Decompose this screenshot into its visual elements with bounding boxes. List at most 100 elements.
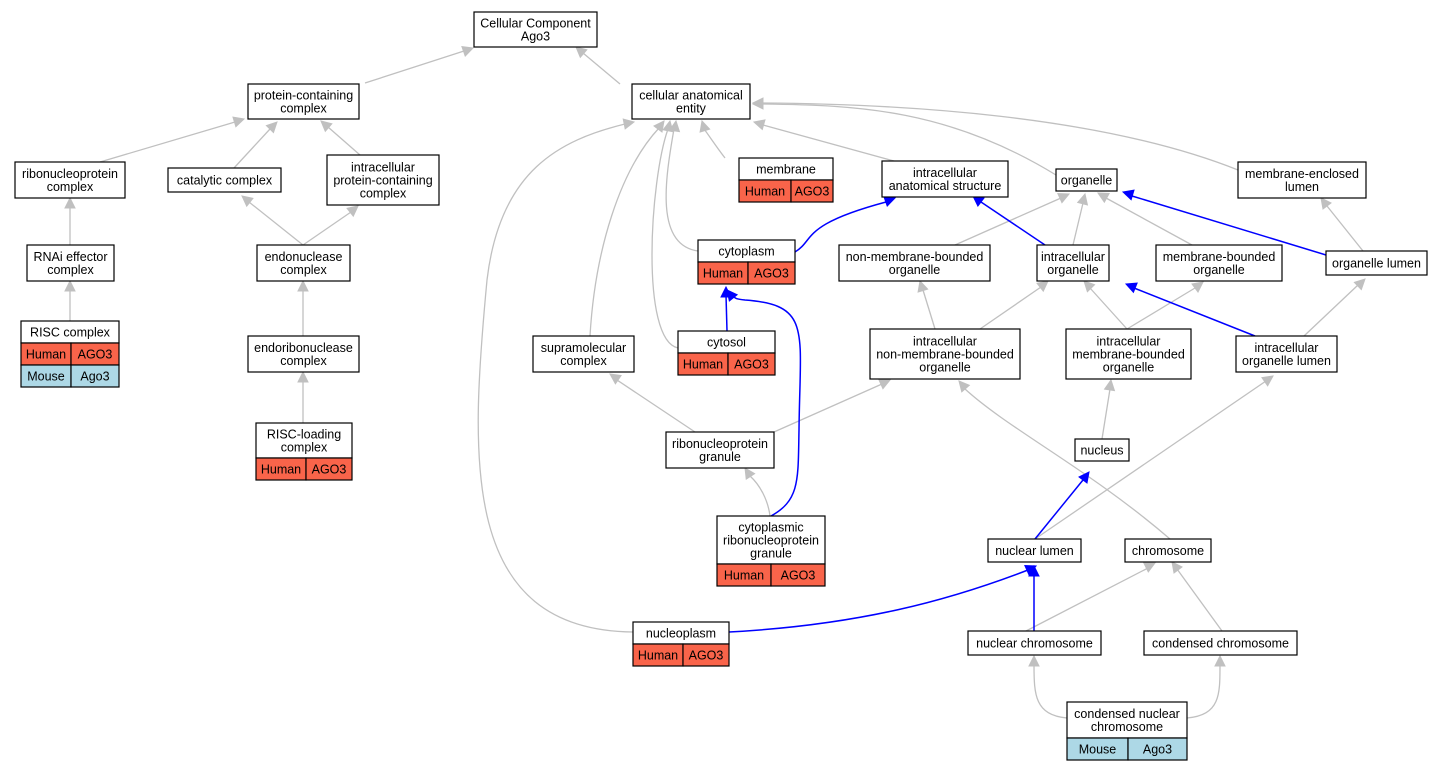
edge-gray [762, 124, 895, 162]
node-label: chromosome [1132, 544, 1204, 558]
arrowhead-icon [320, 120, 333, 133]
node-chromosome[interactable]: chromosome [1124, 538, 1212, 563]
node-condensed-chromosome[interactable]: condensed chromosome [1143, 630, 1298, 656]
edge-gray [233, 128, 271, 169]
node-box [247, 83, 360, 120]
node-label: protein-containing [254, 89, 353, 103]
arrowhead-icon [232, 116, 246, 128]
edge-gray [1034, 380, 1267, 540]
arrowhead-icon [297, 370, 309, 383]
arrowhead-icon [1121, 189, 1135, 201]
edge-blue [1133, 287, 1256, 337]
node-box [26, 244, 115, 282]
annotation-gene: AGO3 [78, 348, 113, 362]
node-label: complex [280, 263, 327, 277]
node-cytoplasmic-rnp-granule[interactable]: cytoplasmicribonucleoproteingranuleHuman… [716, 515, 826, 587]
node-box [1237, 161, 1367, 199]
edge-blue [1034, 479, 1084, 540]
arrowhead-icon [699, 119, 711, 133]
node-organelle[interactable]: organelle [1055, 168, 1118, 192]
arrowhead-icon [575, 46, 588, 59]
node-box [473, 11, 598, 48]
node-label: condensed chromosome [1152, 637, 1289, 651]
edge-gray [589, 127, 660, 337]
edge-gray [1033, 664, 1068, 719]
node-box [967, 630, 1102, 656]
edge-gray [761, 102, 1239, 171]
node-label: membrane [756, 163, 816, 177]
arrowhead-icon [64, 196, 76, 209]
node-intracellular-non-membrane[interactable]: intracellularnon-membrane-boundedorganel… [869, 328, 1021, 380]
node-box [838, 244, 991, 282]
node-label: granule [750, 547, 792, 561]
node-label: RISC-loading [267, 428, 341, 442]
node-box [1325, 250, 1428, 276]
arrowhead-icon [1103, 378, 1116, 392]
node-nuclear-lumen[interactable]: nuclear lumen [987, 538, 1082, 563]
annotation-gene-cell [1127, 737, 1188, 761]
edge-gray [773, 383, 883, 433]
edge-gray [703, 128, 726, 159]
node-box [1066, 701, 1188, 739]
node-label: catalytic complex [177, 174, 273, 188]
annotation-gene-cell [305, 457, 353, 481]
edge-gray [1176, 568, 1223, 632]
node-label: intracellular [913, 335, 977, 349]
node-label: anatomical structure [889, 179, 1002, 193]
node-box [1124, 538, 1212, 563]
node-box [869, 328, 1021, 380]
edge-gray [1101, 388, 1111, 440]
edge-gray [761, 103, 1057, 176]
node-label: cellular anatomical [639, 89, 743, 103]
edge-gray [979, 286, 1042, 330]
node-label: organelle [919, 361, 970, 375]
arrowhead-icon [1261, 375, 1274, 387]
annotation-gene: Ago3 [80, 370, 109, 384]
node-box [631, 83, 751, 120]
node-label: organelle [1193, 263, 1244, 277]
node-box [256, 244, 351, 282]
node-nuclear-chromosome[interactable]: nuclear chromosome [967, 630, 1102, 656]
annotation-gene: AGO3 [689, 649, 724, 663]
arrowhead-icon [1171, 561, 1183, 574]
arrowhead-icon [752, 119, 766, 131]
node-label: non-membrane-bounded [876, 348, 1014, 362]
node-catalytic-complex[interactable]: catalytic complex [167, 167, 282, 193]
edge-gray [964, 388, 1171, 540]
annotation-gene: Ago3 [1143, 743, 1172, 757]
node-organelle-lumen[interactable]: organelle lumen [1325, 250, 1428, 276]
annotation-gene: AGO3 [754, 267, 789, 281]
edge-gray [1105, 197, 1193, 246]
node-box [1055, 168, 1118, 192]
node-label: intracellular [913, 166, 977, 180]
node-label: lumen [1285, 180, 1319, 194]
node-label: RISC complex [30, 326, 111, 340]
arrowhead-icon [346, 205, 359, 218]
node-nucleus[interactable]: nucleus [1074, 438, 1130, 462]
